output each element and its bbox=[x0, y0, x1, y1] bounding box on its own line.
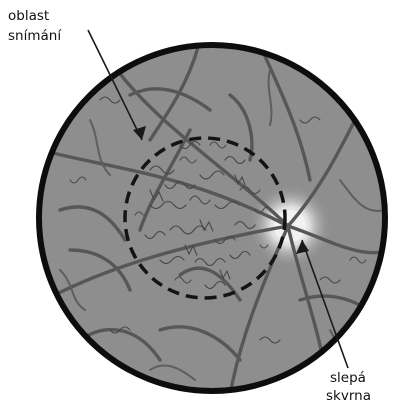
blind-spot-label-line1: slepá bbox=[330, 370, 366, 386]
scan-area-label: oblast snímání bbox=[8, 8, 62, 44]
blind-spot-label: slepá skvrna bbox=[326, 370, 371, 403]
scan-area-label-line2: snímání bbox=[8, 28, 62, 44]
scan-area-label-line1: oblast bbox=[8, 8, 49, 24]
blind-spot-label-line2: skvrna bbox=[326, 388, 371, 403]
